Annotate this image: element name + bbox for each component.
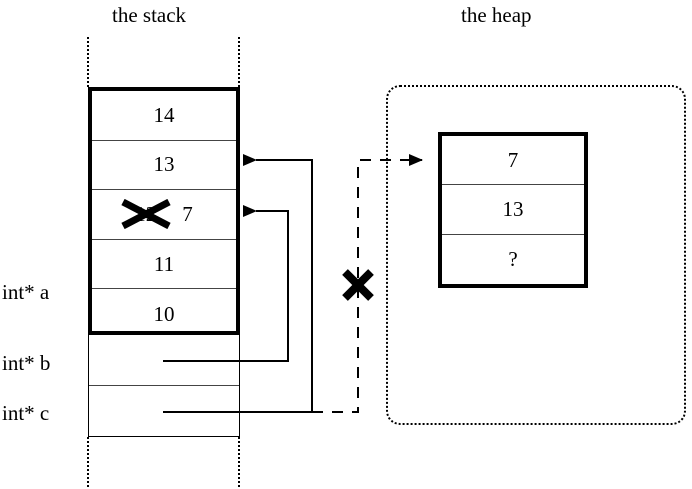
heap-cell-0: 7 (442, 136, 584, 186)
stack-cell-value: 13 (153, 152, 175, 177)
heap-cell-value: 7 (507, 147, 519, 172)
stack-cell-10: 10 (92, 289, 236, 339)
stack-cell-new-value: 7 (182, 201, 193, 226)
heap-cell-value: ? (508, 246, 518, 271)
stack-continuation-line-top-left (87, 37, 89, 87)
stack-pointer-cell-b (89, 335, 239, 386)
pointer-label-a: int* a (2, 280, 50, 304)
stack-cell-11: 11 (92, 240, 236, 290)
invalidated-pointer-x-icon (342, 269, 374, 301)
stack-cell-14: 14 (92, 91, 236, 141)
stack-pointer-cells-box (88, 335, 240, 437)
stack-continuation-line-bottom-left (87, 437, 89, 487)
pointer-label-c: int* c (2, 401, 50, 425)
stack-cell-13: 13 (92, 141, 236, 191)
stack-cell-12-overwritten: 12 7 (92, 190, 236, 240)
heap-cell-2: ? (442, 235, 584, 284)
stack-title: the stack (112, 3, 187, 27)
stack-cell-value: 11 (153, 251, 175, 276)
stack-cell-value: 10 (153, 301, 175, 326)
heap-block-box: 7 13 ? (438, 132, 588, 288)
pointer-label-b: int* b (2, 351, 51, 375)
stack-pointer-cell-c (89, 386, 239, 437)
heap-cell-value: 13 (502, 196, 524, 221)
stack-continuation-line-top-right (238, 37, 240, 87)
crossed-out-value-wrapper: 12 (121, 199, 171, 230)
stack-continuation-line-bottom-right (238, 437, 240, 487)
stack-cell-old-value: 12 (135, 201, 157, 226)
heap-cell-1: 13 (442, 185, 584, 235)
stack-frame-box: 14 13 12 7 11 10 (88, 87, 240, 335)
stack-cell-value: 14 (153, 102, 175, 127)
heap-title: the heap (461, 3, 532, 27)
